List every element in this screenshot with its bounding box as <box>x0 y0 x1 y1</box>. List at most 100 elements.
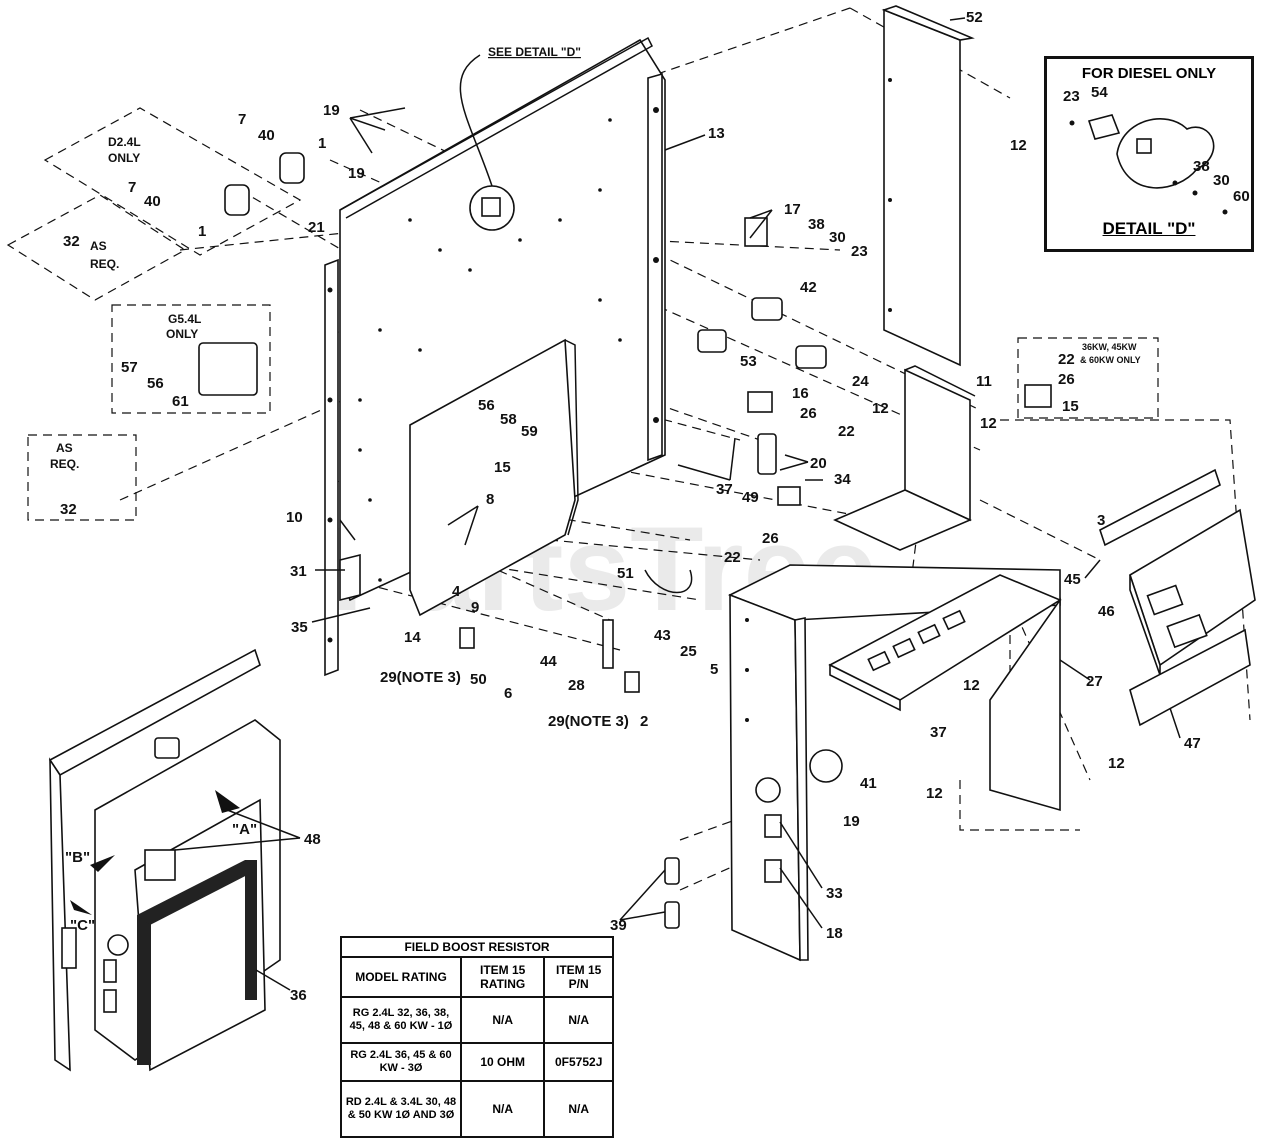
callout-15: 15 <box>494 459 511 476</box>
callout-7: 7 <box>238 111 246 128</box>
callout-37: 37 <box>930 724 947 741</box>
callout-35: 35 <box>291 619 308 636</box>
note-kw-line2: & 60KW ONLY <box>1080 355 1141 365</box>
callout-40: 40 <box>144 193 161 210</box>
table-row: RG 2.4L 36, 45 & 60 KW - 3Ø 10 OHM 0F575… <box>340 1042 614 1082</box>
callout-26: 26 <box>762 530 779 547</box>
callout-19: 19 <box>323 102 340 119</box>
table-cell-model: RD 2.4L & 3.4L 30, 48 & 50 KW 1Ø AND 3Ø <box>340 1080 462 1138</box>
callout-48: 48 <box>304 831 321 848</box>
callout-29-note3: 29(NOTE 3) <box>548 713 629 730</box>
group-boxes <box>6 107 1159 521</box>
table-cell-pn: N/A <box>543 996 614 1044</box>
callout-7: 7 <box>128 179 136 196</box>
table-cell-pn: N/A <box>543 1080 614 1138</box>
field-boost-resistor-table: FIELD BOOST RESISTOR MODEL RATING ITEM 1… <box>340 936 614 1138</box>
callout-51: 51 <box>617 565 634 582</box>
callout-43: 43 <box>654 627 671 644</box>
callout-5: 5 <box>710 661 718 678</box>
callout-8: 8 <box>486 491 494 508</box>
note-g54l-line2: ONLY <box>166 327 198 341</box>
callout-19: 19 <box>348 165 365 182</box>
note-as-req-2-line1: AS <box>56 441 73 455</box>
detail-callout-23: 23 <box>1063 88 1080 105</box>
controller-46 <box>1099 468 1256 727</box>
callout-22: 22 <box>1058 351 1075 368</box>
callout-12: 12 <box>872 400 889 417</box>
callout-22: 22 <box>838 423 855 440</box>
table-header: MODEL RATING <box>340 956 462 998</box>
callout-53: 53 <box>740 353 757 370</box>
callout-11: 11 <box>976 373 992 390</box>
callout-32: 32 <box>60 501 77 518</box>
callout-59: 59 <box>521 423 538 440</box>
callout-23: 23 <box>851 243 868 260</box>
group-notes: D2.4L ONLY AS REQ. G5.4L ONLY AS REQ. 36… <box>50 45 1141 471</box>
callout-58: 58 <box>500 411 517 428</box>
callout-19: 19 <box>843 813 860 830</box>
callout-18: 18 <box>826 925 843 942</box>
table-cell-rating: N/A <box>459 1080 546 1138</box>
callout-12: 12 <box>963 677 980 694</box>
callout-41: 41 <box>860 775 877 792</box>
callout-26: 26 <box>1058 371 1075 388</box>
callout-56: 56 <box>478 397 495 414</box>
callout-labels: 52 12 13 19 19 7 40 1 7 40 1 32 21 17 38… <box>60 9 1201 1004</box>
callout-39: 39 <box>610 917 627 934</box>
callout-57: 57 <box>121 359 138 376</box>
callout-26: 26 <box>800 405 817 422</box>
callout-30: 30 <box>829 229 846 246</box>
callout-56: 56 <box>147 375 164 392</box>
callout-50: 50 <box>470 671 487 688</box>
callout-17: 17 <box>784 201 801 218</box>
callout-24: 24 <box>852 373 869 390</box>
note-d24l-line1: D2.4L <box>108 135 141 149</box>
callout-32: 32 <box>63 233 80 250</box>
table-title: FIELD BOOST RESISTOR <box>340 936 614 958</box>
callout-21: 21 <box>308 219 325 236</box>
note-as-req-1-line2: REQ. <box>90 257 119 271</box>
table-row: RG 2.4L 32, 36, 38, 45, 48 & 60 KW - 1Ø … <box>340 996 614 1044</box>
detail-callout-30: 30 <box>1213 172 1230 189</box>
callout-12: 12 <box>980 415 997 432</box>
callout-61: 61 <box>172 393 189 410</box>
view-b-label: "B" <box>65 849 90 866</box>
leader-lines <box>174 17 1181 991</box>
table-header: ITEM 15 P/N <box>543 956 614 998</box>
table-cell-rating: 10 OHM <box>459 1042 546 1082</box>
note-kw-line1: 36KW, 45KW <box>1082 342 1137 352</box>
detail-callout-60: 60 <box>1233 188 1250 205</box>
callout-34: 34 <box>834 471 851 488</box>
control-tray-27 <box>828 574 1062 812</box>
detail-callout-54: 54 <box>1091 84 1108 101</box>
detail-d-drawing: 23 54 38 30 60 <box>1063 84 1250 215</box>
table-header: ITEM 15 RATING <box>459 956 546 998</box>
callout-16: 16 <box>792 385 809 402</box>
detail-d-circle <box>459 54 515 231</box>
table-cell-pn: 0F5752J <box>543 1042 614 1082</box>
table-row: RD 2.4L & 3.4L 30, 48 & 50 KW 1Ø AND 3Ø … <box>340 1080 614 1138</box>
callout-25: 25 <box>680 643 697 660</box>
callout-45: 45 <box>1064 571 1081 588</box>
panel-11 <box>833 365 976 551</box>
table-cell-rating: N/A <box>459 996 546 1044</box>
table-cell-model: RG 2.4L 32, 36, 38, 45, 48 & 60 KW - 1Ø <box>340 996 462 1044</box>
detail-callout-38: 38 <box>1193 158 1210 175</box>
callout-22: 22 <box>724 549 741 566</box>
callout-47: 47 <box>1184 735 1201 752</box>
view-a-label: "A" <box>232 821 257 838</box>
table-cell-model: RG 2.4L 36, 45 & 60 KW - 3Ø <box>340 1042 462 1082</box>
callout-40: 40 <box>258 127 275 144</box>
detail-d-title: FOR DIESEL ONLY <box>1081 65 1217 82</box>
callout-44: 44 <box>540 653 557 670</box>
callout-38: 38 <box>808 216 825 233</box>
detail-d-box: FOR DIESEL ONLY 23 54 38 30 60 DETAIL "D… <box>1044 56 1254 252</box>
callout-3: 3 <box>1097 512 1105 529</box>
panel-52 <box>881 5 975 367</box>
callout-20: 20 <box>810 455 827 472</box>
callout-49: 49 <box>742 489 759 506</box>
callout-52: 52 <box>966 9 983 26</box>
front-enclosure-column <box>728 564 1061 962</box>
callout-28: 28 <box>568 677 585 694</box>
